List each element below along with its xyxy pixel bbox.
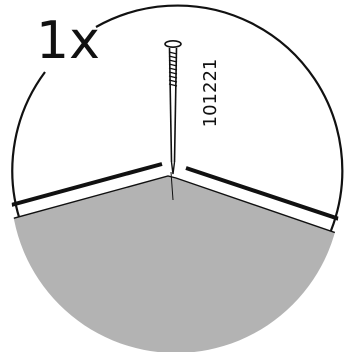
nail-icon [164,39,182,175]
part-number-label: 101221 [200,59,221,128]
left-baseboard-line [11,162,163,210]
detail-scene [11,162,341,352]
quantity-label: 1x [36,11,100,71]
floor-edge [11,175,341,237]
right-baseboard-line [185,166,341,223]
floor-area [11,176,341,352]
corner-seam [170,171,174,201]
